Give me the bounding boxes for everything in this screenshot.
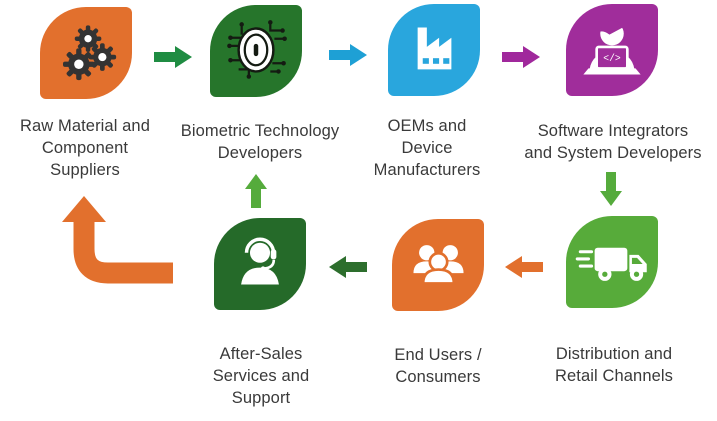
- arrow-suppliers-to-developers-icon: [154, 46, 192, 68]
- label-software-integrators: Software Integrators and System Develope…: [524, 122, 702, 162]
- label-raw-material-suppliers: Raw Material and Component Suppliers: [20, 117, 150, 179]
- label-distribution-retail: Distribution and Retail Channels: [555, 345, 673, 385]
- node-software-integrators: </>: [566, 4, 658, 96]
- arrow-distribution-to-endusers-icon: [505, 256, 543, 278]
- node-distribution-retail: [566, 216, 658, 308]
- node-after-sales: [214, 218, 306, 310]
- arrow-oems-to-integrators-icon: [502, 46, 540, 68]
- arrow-endusers-to-aftersales-icon: [329, 256, 367, 278]
- arrow-integrators-to-distribution-icon: [600, 172, 622, 206]
- svg-text:</>: </>: [603, 53, 621, 64]
- label-oem-manufacturers: OEMs and Device Manufacturers: [373, 117, 481, 179]
- arrow-developers-to-oems-icon: [329, 44, 367, 66]
- delivery-truck-icon: [575, 247, 647, 281]
- node-oem-manufacturers: [388, 4, 480, 96]
- developer-laptop-icon: </>: [583, 20, 641, 75]
- label-biometric-developers: Biometric Technology Developers: [180, 122, 340, 162]
- arrow-aftersales-to-suppliers-icon: [55, 190, 185, 290]
- node-raw-material-suppliers: [40, 7, 132, 99]
- arrow-aftersales-to-developers-icon: [245, 174, 267, 208]
- label-end-users: End Users / Consumers: [394, 346, 482, 386]
- fingerprint-circuit-icon: [227, 20, 287, 79]
- node-end-users: [392, 219, 484, 311]
- factory-icon: [417, 27, 452, 70]
- label-after-sales: After-Sales Services and Support: [212, 345, 310, 407]
- node-biometric-developers: [210, 5, 302, 97]
- support-headset-icon: [241, 237, 279, 285]
- gears-icon: [62, 25, 117, 81]
- users-group-icon: [413, 245, 464, 285]
